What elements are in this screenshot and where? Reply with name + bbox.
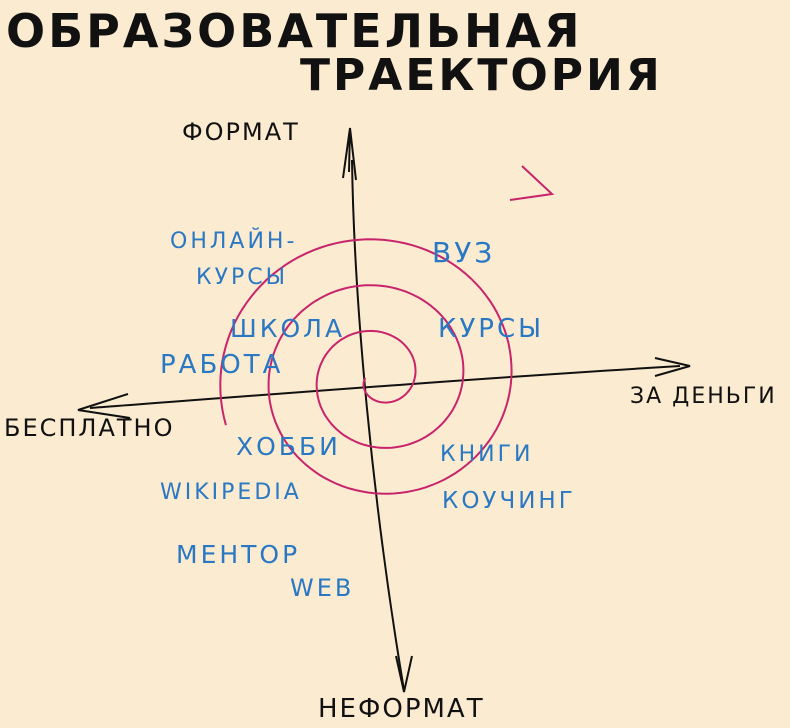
item-online-line-1: ОНЛАЙН- — [170, 229, 298, 254]
vertical-axis-bottom-arrow — [395, 655, 413, 693]
horizontal-axis-left-arrow — [77, 393, 131, 419]
axis-label-right: ЗА ДЕНЬГИ — [630, 384, 777, 409]
spiral-arrowhead — [509, 165, 555, 201]
axis-label-top: ФОРМАТ — [182, 118, 300, 146]
item-rabota: РАБОТА — [160, 350, 284, 380]
item-kouching: КОУЧИНГ — [442, 488, 576, 514]
spiral-path — [219, 238, 513, 495]
item-kursy: КУРСЫ — [438, 314, 545, 344]
axis-label-bottom: НЕФОРМАТ — [318, 694, 485, 724]
title-line-1: ОБРАЗОВАТЕЛЬНАЯ — [6, 4, 583, 58]
item-online-courses: ОНЛАЙН- КУРСЫ — [170, 224, 297, 296]
horizontal-axis-right-arrow — [654, 357, 691, 377]
item-online-line-2: КУРСЫ — [196, 265, 289, 290]
item-web: WEB — [290, 574, 355, 602]
vertical-axis — [351, 159, 405, 691]
item-hobbi: ХОББИ — [236, 432, 341, 461]
vertical-axis-top-arrow — [342, 127, 357, 181]
title-line-2: ТРАЕКТОРИЯ — [300, 50, 663, 101]
item-mentor: МЕНТОР — [176, 540, 301, 569]
item-wikipedia: WIKIPEDIA — [160, 480, 302, 505]
horizontal-axis — [89, 365, 681, 409]
axis-label-left: БЕСПЛАТНО — [4, 414, 175, 442]
item-shkola: ШКОЛА — [230, 314, 346, 343]
item-knigi: КНИГИ — [440, 442, 534, 467]
item-vuz: ВУЗ — [432, 236, 496, 269]
